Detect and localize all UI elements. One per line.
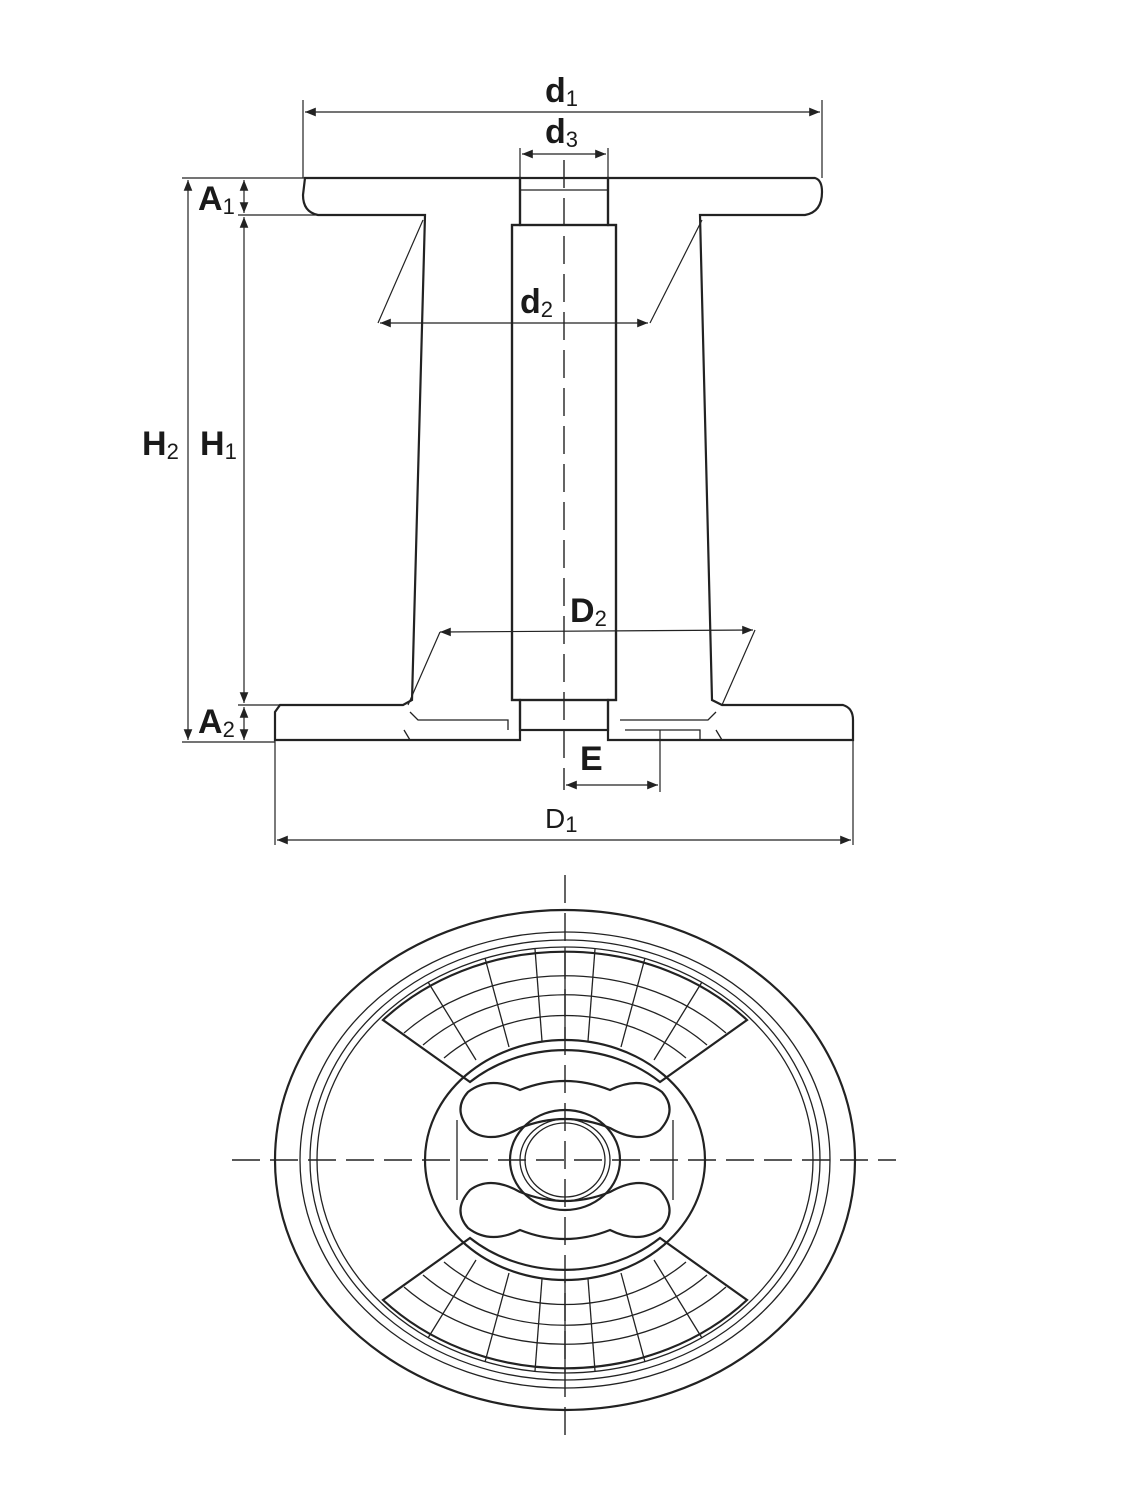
bore-ring-inner (519, 1118, 611, 1202)
rim-ring-2 (309, 939, 821, 1381)
spool-left-section (273, 176, 522, 742)
D1-label: D1 (545, 803, 577, 837)
E-label: E (580, 740, 603, 778)
H1-label: H1 (200, 425, 237, 464)
bottom-recess (403, 711, 723, 741)
D2-dimension-line (439, 625, 754, 637)
upper-kidney-slot (459, 1079, 671, 1139)
d1-label: d1 (545, 72, 578, 111)
upper-rib-grid (381, 947, 749, 1084)
lower-kidney-slot (459, 1181, 671, 1241)
d2-label: d2 (520, 283, 553, 322)
A2-label: A2 (198, 703, 235, 742)
bore-ring-outer (508, 1108, 622, 1212)
rim-ring-1 (299, 931, 831, 1389)
D2-label: D2 (570, 592, 607, 631)
A1-label: A1 (198, 180, 235, 219)
section-view: d1 d3 d2 D2 E D1 H2 H1 (142, 72, 855, 845)
d3-label: d3 (545, 113, 578, 152)
hub-outer (423, 1038, 707, 1282)
bore-ring-core (524, 1122, 606, 1198)
lower-rib-grid (381, 1236, 749, 1373)
spool-right-section (606, 176, 855, 742)
outer-rim (273, 908, 857, 1412)
bottom-view (232, 875, 896, 1445)
H2-label: H2 (142, 425, 179, 464)
